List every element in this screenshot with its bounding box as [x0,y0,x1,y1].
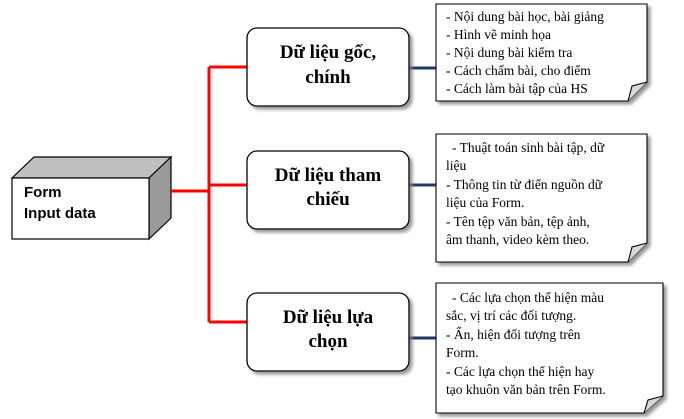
note-2-line-6: âm thanh, video kèm theo. [446,232,589,247]
note-card-1: - Nội dung bài học, bài giảng - Hình vẽ … [435,3,648,102]
note-card-2-fold [627,242,648,263]
note-card-3-fold [643,395,664,414]
note-connectors [409,66,436,340]
category-box-1 [246,27,410,107]
category-node-3: Dữ liệu lựa chọn [246,292,410,372]
note-3-line-1: - Các lựa chọn thể hiện màu [452,290,604,305]
note-3-line-4: Form. [446,345,479,360]
category-1-title-line-2: chính [305,67,351,88]
category-node-2: Dữ liệu tham chiếu [246,150,410,230]
note-card-3: - Các lựa chọn thể hiện màu sắc, vị trí … [435,282,664,414]
category-3-title-line-1: Dữ liệu lựa [283,307,374,328]
note-2-line-3: - Thông tin từ điển nguồn dữ [446,177,603,192]
source-box-label-line-2: Input data [24,205,96,222]
note-1-line-5: - Cách làm bài tập của HS [446,81,588,96]
note-1-line-1: - Nội dung bài học, bài giảng [446,9,604,24]
category-node-1: Dữ liệu gốc, chính [246,27,410,107]
category-2-title-line-1: Dữ liệu tham [275,165,382,186]
tree-connectors [171,65,247,324]
note-1-line-3: - Nội dung bài kiểm tra [446,45,572,60]
note-1-line-2: - Hình vẽ minh họa [446,27,551,42]
note-card-2: - Thuật toán sinh bài tập, dữ liệu - Thô… [435,133,648,263]
category-1-title-line-1: Dữ liệu gốc, [280,42,377,63]
note-3-line-2: sắc, vị trí các đối tượng. [446,308,576,323]
source-box-front-face [11,177,150,240]
category-box-3 [246,292,410,372]
note-3-line-6: tạo khuôn văn bản trên Form. [446,382,606,397]
category-2-title-line-2: chiếu [306,189,350,210]
note-1-line-4: - Cách chấm bài, cho điểm [446,63,591,78]
note-3-line-3: - Ẩn, hiện đối tượng trên [446,327,581,342]
note-2-line-5: - Tên tệp văn bản, tệp ảnh, [446,214,590,229]
category-3-title-line-2: chọn [308,331,348,352]
note-2-line-4: liệu của Form. [446,195,524,210]
note-card-1-fold [627,81,648,102]
source-box: Form Input data [10,155,173,241]
source-box-label-line-1: Form [24,184,62,201]
note-2-line-1: - Thuật toán sinh bài tập, dữ [452,140,605,155]
source-box-top-face [10,156,173,179]
note-2-line-2: liệu [446,158,466,173]
category-box-2 [246,150,410,230]
note-3-line-5: - Các lựa chọn thể hiện hay [446,364,595,379]
